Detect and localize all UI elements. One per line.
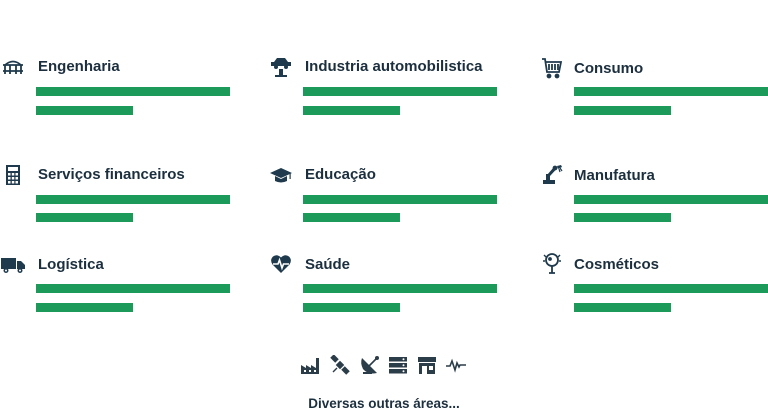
cosmetics-mirror-icon	[541, 252, 563, 274]
progress-bar-long	[303, 87, 497, 96]
more-areas-text: Diversas outras áreas...	[308, 396, 460, 411]
calculator-icon	[2, 164, 24, 186]
area-label: Serviços financeiros	[38, 166, 185, 183]
progress-bar-short	[303, 106, 400, 115]
area-label: Logística	[38, 256, 104, 273]
area-label: Cosméticos	[574, 256, 660, 273]
area-label: Industria automobilistica	[305, 58, 483, 75]
bridge-icon	[2, 56, 24, 78]
progress-bar-long	[36, 87, 230, 96]
progress-bar-short	[574, 106, 671, 115]
progress-bar-short	[303, 213, 400, 222]
progress-bar-short	[36, 213, 133, 222]
activity-wave-icon	[446, 355, 466, 375]
progress-bar-short	[303, 303, 400, 312]
store-icon	[417, 355, 437, 375]
progress-bar-short	[36, 303, 133, 312]
car-lift-icon	[270, 56, 292, 78]
progress-bar-long	[36, 195, 230, 204]
progress-bar-short	[36, 106, 133, 115]
satellite-dish-icon	[360, 355, 380, 375]
truck-icon	[0, 253, 26, 275]
area-label: Saúde	[305, 256, 351, 273]
more-areas-icons	[300, 355, 470, 377]
progress-bar-long	[574, 195, 768, 204]
area-label: Engenharia	[38, 58, 120, 75]
progress-bar-long	[303, 284, 497, 293]
area-label: Manufatura	[574, 167, 655, 184]
progress-bar-long	[36, 284, 230, 293]
graduation-cap-icon	[270, 164, 292, 186]
progress-bar-short	[574, 213, 671, 222]
robot-arm-icon	[541, 163, 563, 185]
progress-bar-short	[574, 303, 671, 312]
area-label: Educação	[305, 166, 376, 183]
progress-bar-long	[574, 87, 768, 96]
progress-bar-long	[303, 195, 497, 204]
satellite-icon	[330, 355, 350, 375]
server-icon	[388, 355, 408, 375]
factory-icon	[300, 355, 320, 375]
area-label: Consumo	[574, 60, 644, 77]
heart-pulse-icon	[270, 253, 292, 275]
progress-bar-long	[574, 284, 768, 293]
shopping-cart-icon	[541, 57, 563, 79]
